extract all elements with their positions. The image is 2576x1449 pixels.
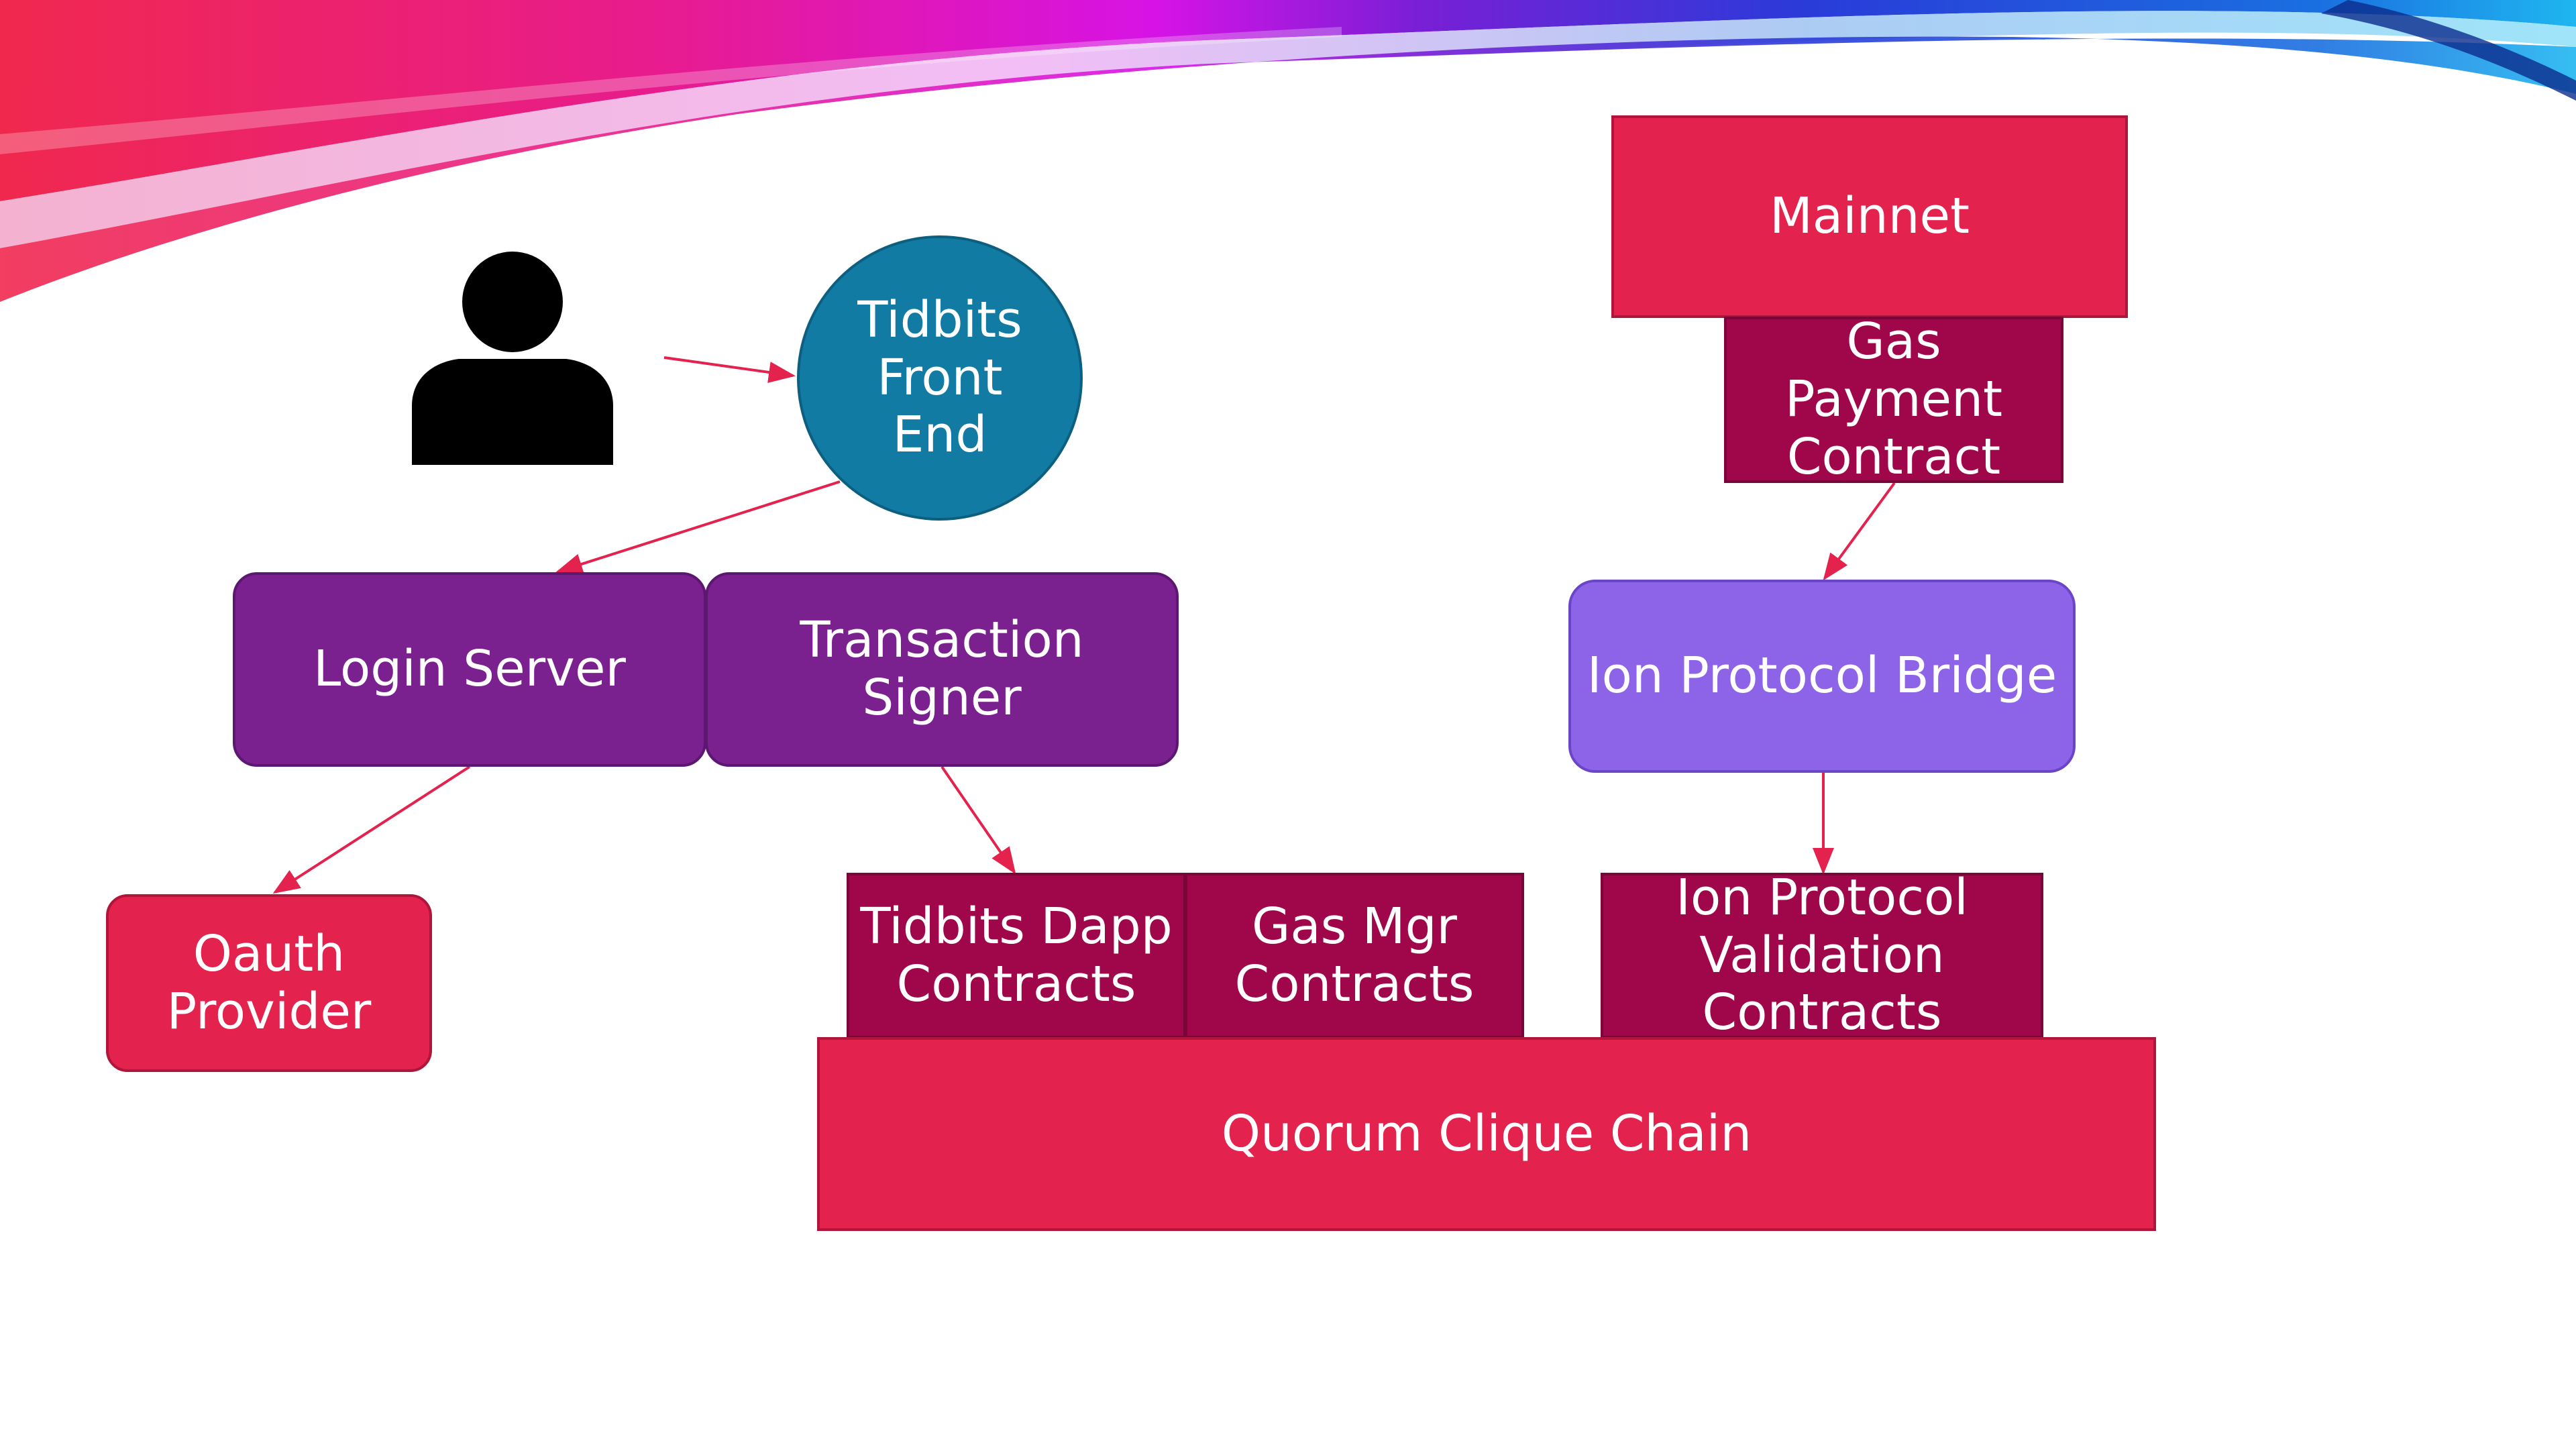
arrow-signer-to-dapp-contracts bbox=[941, 765, 1016, 875]
tidbits-dapp-contracts-node: Tidbits Dapp Contracts bbox=[847, 873, 1186, 1038]
gas-payment-contract-node: Gas Payment Contract bbox=[1724, 317, 2063, 483]
arrow-gas-payment-to-bridge bbox=[1823, 482, 1896, 581]
transaction-signer-node: Transaction Signer bbox=[705, 572, 1179, 767]
gas-mgr-contracts-node: Gas Mgr Contracts bbox=[1185, 873, 1524, 1038]
arrow-login-server-to-oauth bbox=[272, 765, 471, 894]
arrow-user-to-front-end bbox=[663, 356, 796, 383]
person-icon bbox=[412, 252, 613, 465]
arrow-front-end-to-login-server bbox=[555, 480, 841, 575]
tidbits-front-end-node: Tidbits Front End bbox=[797, 235, 1083, 521]
header-swoosh-banner bbox=[0, 0, 2576, 303]
oauth-provider-node: Oauth Provider bbox=[106, 894, 432, 1072]
mainnet-node: Mainnet bbox=[1611, 115, 2128, 318]
ion-protocol-validation-contracts-node: Ion Protocol Validation Contracts bbox=[1601, 873, 2043, 1038]
login-server-node: Login Server bbox=[233, 572, 706, 767]
quorum-clique-chain-node: Quorum Clique Chain bbox=[817, 1037, 2156, 1231]
ion-protocol-bridge-node: Ion Protocol Bridge bbox=[1568, 580, 2076, 773]
